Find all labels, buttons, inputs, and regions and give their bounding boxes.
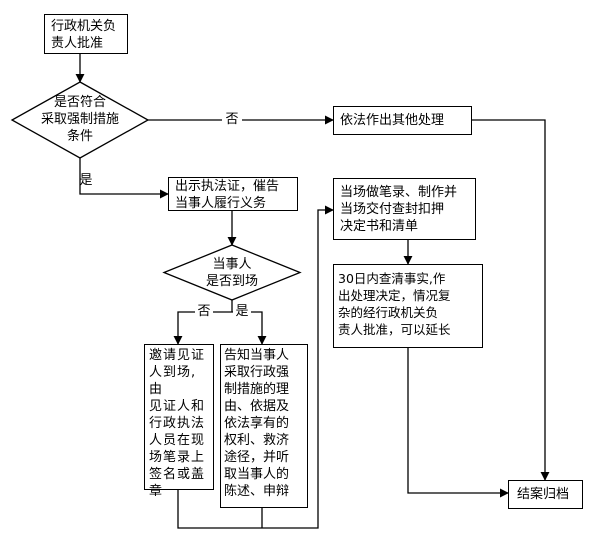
- node-archive: 结案归档: [508, 480, 583, 509]
- decision-cond-shape: [10, 81, 150, 159]
- node-witness: 邀请见证 人到场,由 见证人和 行政执法 人员在现 场笔录上 签名或盖 章: [144, 344, 214, 499]
- edge-label-cond-yes: 是: [79, 173, 93, 188]
- edge-cond-yes: [79, 158, 169, 199]
- edge-present-no: [173, 311, 232, 345]
- edge-other-to-archive: [472, 119, 550, 481]
- node-show-id: 出示执法证，催告 当事人履行义务: [168, 177, 298, 211]
- decision-present-shape: [162, 244, 302, 301]
- node-approve: 行政机关负 责人批准: [44, 14, 128, 54]
- edge-label-cond-no: 否: [222, 111, 242, 128]
- decision-present-text: 当事人 是否到场: [205, 257, 258, 289]
- edge-merge-to-record: [177, 205, 334, 529]
- node-record: 当场做笔录、制作并 当场交付查封扣押 决定书和清单: [333, 178, 476, 240]
- node-other-processing: 依法作出其他处理: [333, 106, 472, 135]
- node-inform: 告知当事人 采取行政强 制措施的理 由、依据及 依法享有的 权利、救济 途径，并…: [220, 344, 308, 508]
- edge-check-to-archive: [407, 348, 509, 498]
- node-check: 30日内查清事实,作 出处理决定，情况复 杂的经行政机关负 责人批准，可以延长: [333, 264, 483, 348]
- decision-cond-text: 是否符合 采取强制措施 条件: [40, 95, 119, 144]
- edge-label-present-no: 否: [195, 303, 213, 320]
- edge-label-present-yes: 是: [233, 303, 251, 320]
